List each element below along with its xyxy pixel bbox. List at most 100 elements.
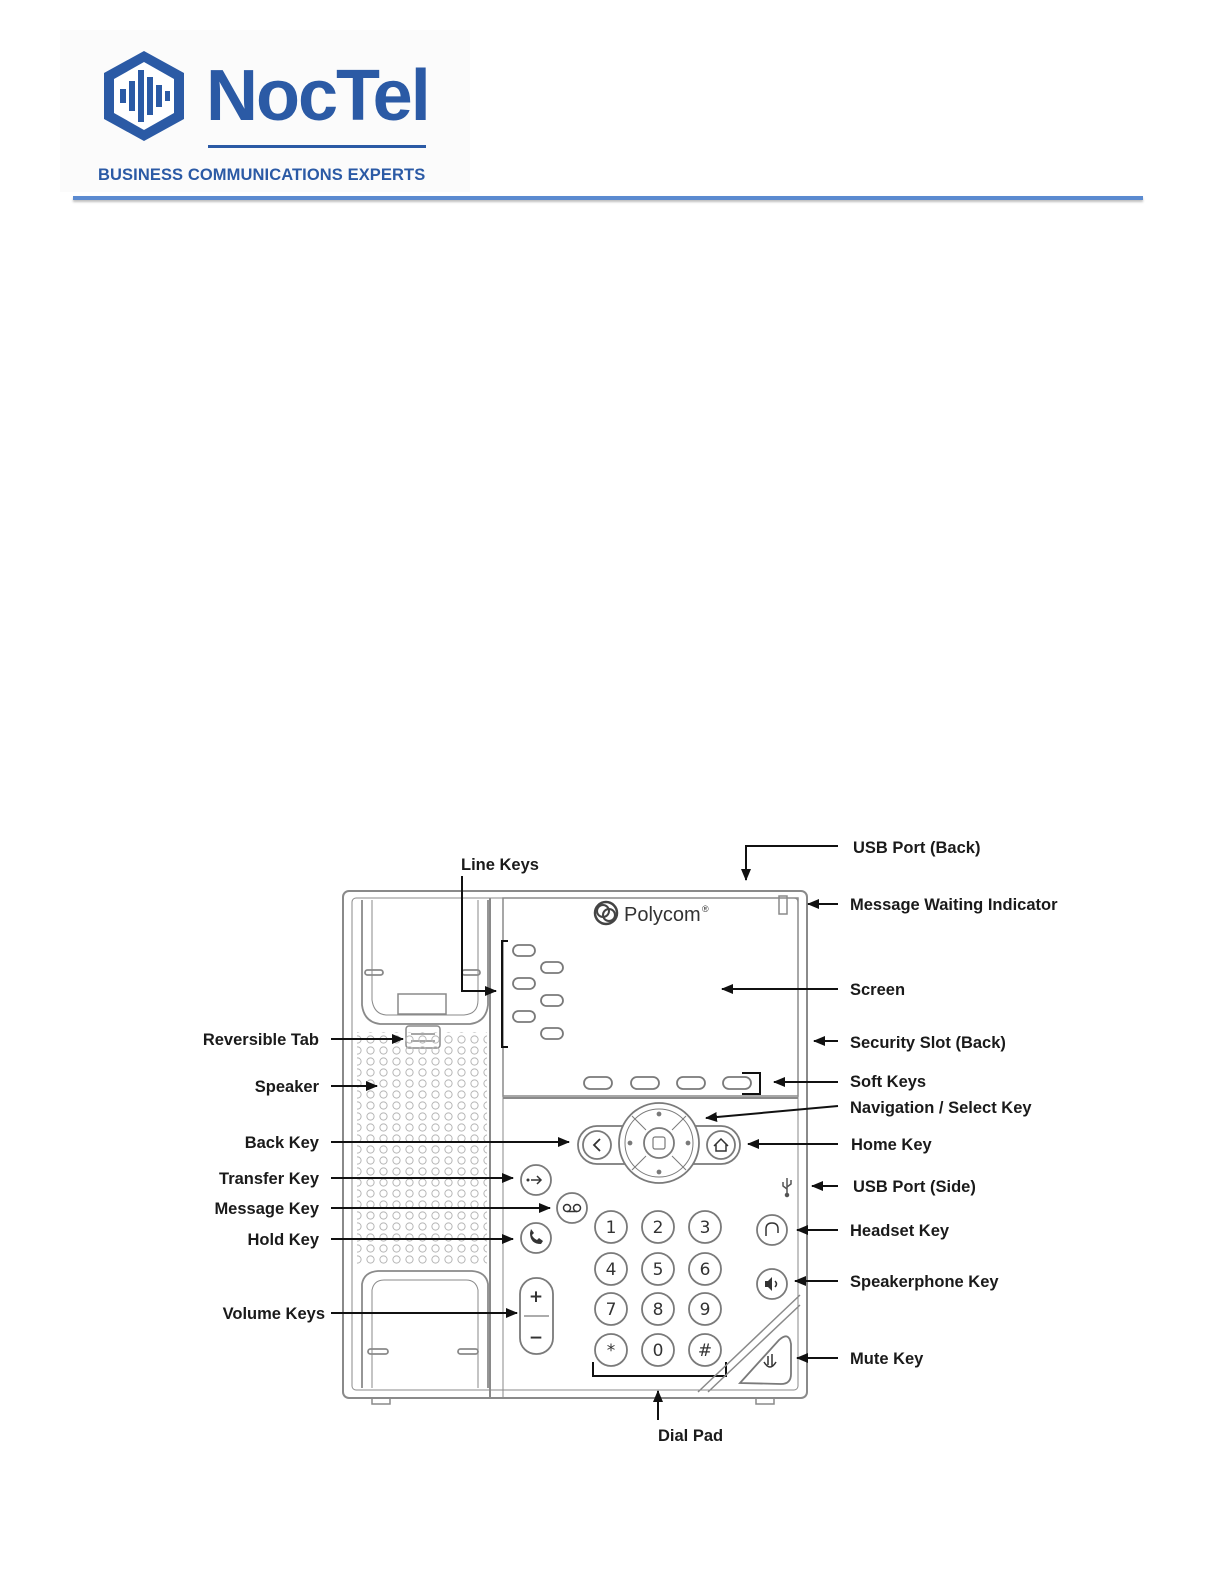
- mute-area: [697, 1294, 801, 1393]
- dialpad-label: 1: [606, 1218, 617, 1238]
- arrow-usb-back: [741, 845, 838, 881]
- headset-icon: [765, 1222, 779, 1236]
- dialpad-key[interactable]: [594, 1333, 628, 1367]
- label-volume-keys: Volume Keys: [223, 1305, 325, 1323]
- dial-pad-bracket: [592, 1362, 727, 1377]
- handset-cradle: [361, 900, 489, 1025]
- dialpad-label: 6: [700, 1260, 711, 1280]
- dialpad-label: 4: [606, 1260, 617, 1280]
- label-speaker: Speaker: [255, 1078, 320, 1096]
- line-key[interactable]: [540, 1027, 564, 1040]
- label-speakerphone-key: Speakerphone Key: [850, 1273, 999, 1291]
- dialpad-key[interactable]: [688, 1292, 722, 1326]
- volume-minus: −: [529, 1328, 543, 1348]
- speaker-icon: [765, 1277, 772, 1291]
- tagline: BUSINESS COMMUNICATIONS EXPERTS: [98, 166, 426, 184]
- dialpad-key[interactable]: [641, 1210, 675, 1244]
- label-nav-select: Navigation / Select Key: [850, 1099, 1032, 1117]
- dialpad-key[interactable]: [688, 1252, 722, 1286]
- lower-cradle: [361, 1270, 489, 1388]
- label-home-key: Home Key: [851, 1136, 933, 1154]
- volume-plus: +: [529, 1287, 543, 1307]
- message-waiting-indicator: [778, 895, 788, 915]
- label-soft-keys: Soft Keys: [850, 1073, 926, 1091]
- dialpad-label: 9: [700, 1300, 711, 1320]
- line-key[interactable]: [540, 961, 564, 974]
- hold-icon: [530, 1229, 543, 1244]
- dialpad-key[interactable]: [641, 1333, 675, 1367]
- label-mute-key: Mute Key: [850, 1350, 924, 1368]
- soft-keys-bracket: [742, 1072, 761, 1095]
- dialpad-label: 0: [653, 1341, 664, 1361]
- label-message-key: Message Key: [214, 1200, 319, 1218]
- dialpad-key[interactable]: [594, 1292, 628, 1326]
- dialpad-key[interactable]: [641, 1252, 675, 1286]
- line-keys: [512, 944, 564, 1040]
- label-hold-key: Hold Key: [247, 1231, 319, 1249]
- logo-underline: [208, 145, 426, 148]
- feature-key-icons: [526, 1175, 779, 1291]
- arrow-line-keys: [461, 876, 497, 996]
- line-key[interactable]: [512, 1010, 536, 1023]
- label-reversible-tab: Reversible Tab: [203, 1031, 319, 1049]
- page-header: NocTel BUSINESS COMMUNICATIONS EXPERTS: [0, 0, 1224, 210]
- mute-key[interactable]: [738, 1335, 792, 1385]
- feature-keys: [519, 1164, 788, 1355]
- label-transfer-key: Transfer Key: [219, 1170, 320, 1188]
- header-divider: [73, 196, 1143, 200]
- voicemail-icon: [562, 1203, 582, 1213]
- usb-icon: [782, 1178, 792, 1198]
- home-icon: [713, 1137, 729, 1152]
- line-key[interactable]: [512, 944, 536, 957]
- label-usb-side: USB Port (Side): [853, 1178, 976, 1196]
- speaker-grille: [357, 1032, 487, 1264]
- label-back-key: Back Key: [245, 1134, 320, 1152]
- dial-pad: 1 2 3 4 5 6 7 8 9 * 0 #: [594, 1210, 722, 1367]
- soft-key[interactable]: [630, 1076, 660, 1090]
- navigation-cluster: [577, 1102, 741, 1184]
- hold-key[interactable]: [520, 1222, 552, 1254]
- microphone-icon: [763, 1354, 777, 1368]
- back-key[interactable]: [582, 1130, 612, 1160]
- message-key[interactable]: [556, 1192, 588, 1224]
- soft-key[interactable]: [583, 1076, 613, 1090]
- dialpad-label: 7: [606, 1300, 617, 1320]
- label-line-keys: Line Keys: [461, 856, 539, 874]
- dialpad-key[interactable]: [688, 1333, 722, 1367]
- noctel-logo-icon: [104, 51, 184, 141]
- back-arrow-icon: [592, 1138, 601, 1152]
- soft-key[interactable]: [676, 1076, 706, 1090]
- soft-keys: [583, 1076, 752, 1090]
- callout-labels: USB Port (Back) Line Keys Message Waitin…: [203, 839, 1058, 1445]
- dialpad-label: 2: [653, 1218, 664, 1238]
- dialpad-key[interactable]: [594, 1210, 628, 1244]
- dialpad-key[interactable]: [641, 1292, 675, 1326]
- line-key[interactable]: [540, 994, 564, 1007]
- dialpad-label: *: [607, 1341, 616, 1361]
- dialpad-label: 8: [653, 1300, 664, 1320]
- label-screen: Screen: [850, 981, 905, 999]
- arrow-nav-select: [705, 1105, 839, 1122]
- home-key[interactable]: [706, 1130, 736, 1160]
- label-dial-pad: Dial Pad: [658, 1427, 723, 1445]
- dialpad-key[interactable]: [594, 1252, 628, 1286]
- dialpad-label: 5: [653, 1260, 664, 1280]
- callout-arrows: [331, 845, 839, 1420]
- dialpad-label: #: [698, 1341, 712, 1361]
- label-mwi: Message Waiting Indicator: [850, 896, 1058, 914]
- polycom-logo: Polycom ®: [593, 900, 709, 926]
- line-key[interactable]: [512, 977, 536, 990]
- label-security-slot: Security Slot (Back): [850, 1034, 1006, 1052]
- select-key[interactable]: [643, 1127, 675, 1159]
- select-key-icon: [652, 1136, 666, 1150]
- dialpad-key[interactable]: [688, 1210, 722, 1244]
- logo-wordmark: NocTel: [206, 56, 431, 136]
- polycom-brand: Polycom: [624, 904, 701, 926]
- transfer-icon: [531, 1175, 543, 1185]
- headset-key[interactable]: [756, 1214, 788, 1246]
- label-headset-key: Headset Key: [850, 1222, 950, 1240]
- polycom-logo-icon: [593, 900, 619, 926]
- line-keys-bracket: [501, 940, 508, 1048]
- soft-key[interactable]: [722, 1076, 752, 1090]
